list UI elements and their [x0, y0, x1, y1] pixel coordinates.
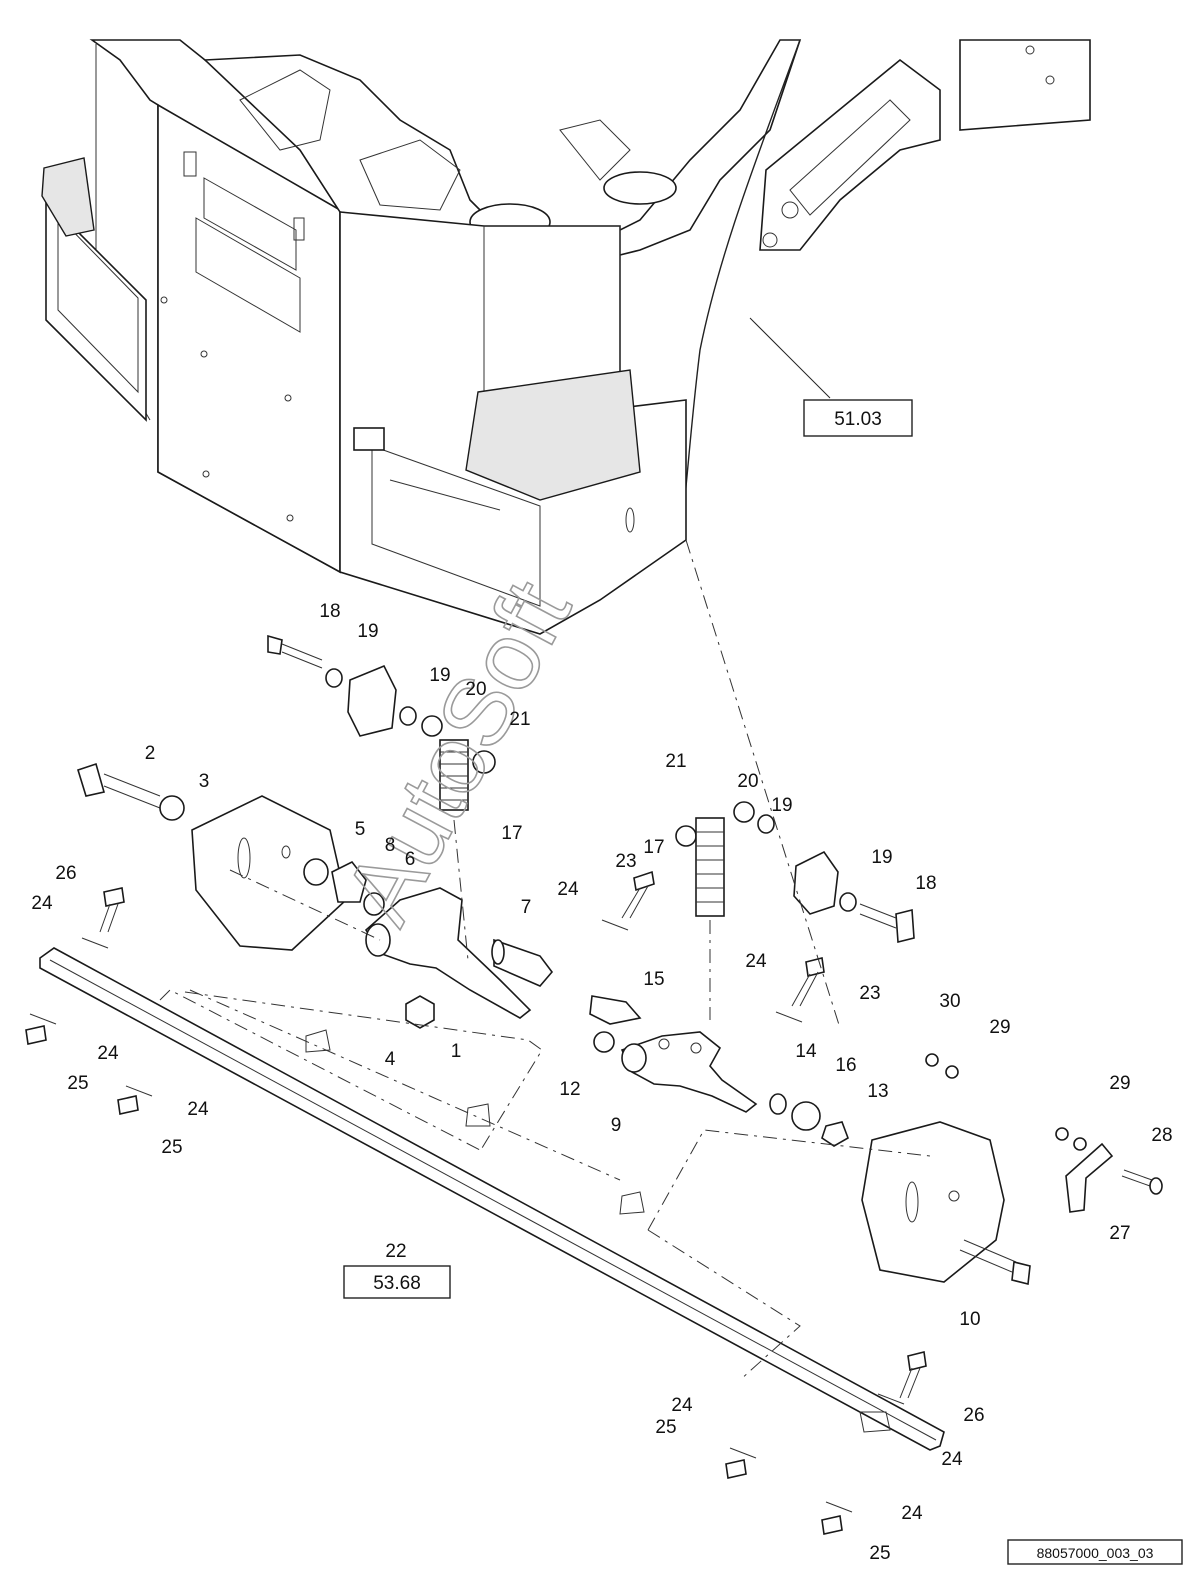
- callout-26: 26: [55, 863, 76, 884]
- callout-24: 24: [901, 1503, 923, 1524]
- left-pivot-assembly: [77, 634, 554, 1029]
- callout-15: 15: [643, 969, 664, 990]
- callout-12: 12: [559, 1079, 580, 1100]
- callout-29: 29: [989, 1017, 1010, 1038]
- callout-22: 22: [385, 1241, 406, 1262]
- machine-frame: [41, 39, 1091, 635]
- callout-7: 7: [521, 897, 532, 918]
- callout-24: 24: [31, 893, 53, 914]
- callout-19: 19: [771, 795, 792, 816]
- callout-19: 19: [871, 847, 892, 868]
- right-pivot-assembly: [589, 801, 1163, 1285]
- callout-24: 24: [97, 1043, 119, 1064]
- callout-24: 24: [671, 1395, 693, 1416]
- callout-25: 25: [655, 1417, 676, 1438]
- callout-5: 5: [355, 819, 366, 840]
- reference-51-03: 51.03: [834, 409, 882, 430]
- callout-8: 8: [385, 835, 396, 856]
- callout-26: 26: [963, 1405, 984, 1426]
- callout-10: 10: [959, 1309, 980, 1330]
- drawing-code: 88057000_003_03: [1037, 1545, 1154, 1561]
- callout-18: 18: [319, 601, 340, 622]
- callout-25: 25: [67, 1073, 88, 1094]
- callout-21: 21: [665, 751, 686, 772]
- callout-28: 28: [1151, 1125, 1172, 1146]
- callout-17: 17: [643, 837, 664, 858]
- callout-24: 24: [557, 879, 579, 900]
- reference-53-68: 53.68: [373, 1273, 421, 1294]
- callout-20: 20: [737, 771, 758, 792]
- callout-4: 4: [385, 1049, 396, 1070]
- callout-9: 9: [611, 1115, 622, 1136]
- shaft-assembly: [25, 539, 945, 1535]
- callout-24: 24: [187, 1099, 209, 1120]
- callout-24: 24: [745, 951, 767, 972]
- callout-27: 27: [1109, 1223, 1130, 1244]
- callout-25: 25: [869, 1543, 890, 1564]
- callout-1: 1: [451, 1041, 462, 1062]
- reference-box-51-03: [803, 399, 913, 437]
- callout-24: 24: [941, 1449, 963, 1470]
- drawing-code-box: [1007, 1539, 1183, 1565]
- callout-6: 6: [405, 849, 416, 870]
- reference-box-53-68: [343, 1265, 451, 1299]
- callout-18: 18: [915, 873, 936, 894]
- callout-14: 14: [795, 1041, 817, 1062]
- callout-16: 16: [835, 1055, 856, 1076]
- callout-21: 21: [509, 709, 530, 730]
- callout-19: 19: [429, 665, 450, 686]
- callout-20: 20: [465, 679, 486, 700]
- callout-19: 19: [357, 621, 378, 642]
- callout-2: 2: [145, 743, 156, 764]
- callout-13: 13: [867, 1081, 888, 1102]
- callout-30: 30: [939, 991, 960, 1012]
- callout-25: 25: [161, 1137, 182, 1158]
- callout-3: 3: [199, 771, 210, 792]
- callout-17: 17: [501, 823, 522, 844]
- callout-23: 23: [859, 983, 880, 1004]
- callout-29: 29: [1109, 1073, 1130, 1094]
- callout-23: 23: [615, 851, 636, 872]
